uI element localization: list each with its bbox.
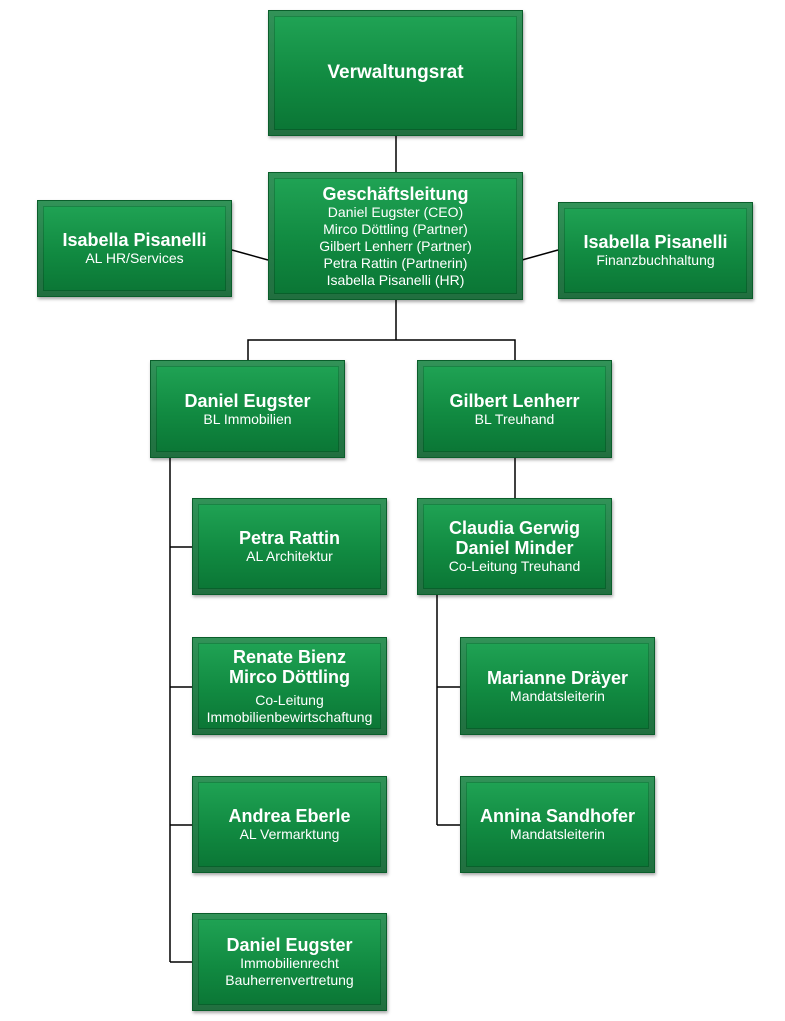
- node-geschaeftsleitung: Geschäftsleitung Daniel Eugster (CEO) Mi…: [268, 172, 523, 300]
- node-role: AL HR/Services: [85, 250, 184, 266]
- connector-gl-fibu: [521, 249, 559, 261]
- node-mandat-sandhofer: Annina Sandhofer Mandatsleiterin: [460, 776, 655, 873]
- node-architektur: Petra Rattin AL Architektur: [192, 498, 387, 595]
- node-role-line1: Co-Leitung: [255, 691, 324, 708]
- node-title-line2: Daniel Minder: [455, 538, 574, 558]
- node-role: BL Immobilien: [203, 410, 292, 427]
- node-title: Daniel Eugster: [184, 390, 311, 411]
- node-title: Verwaltungsrat: [327, 62, 464, 83]
- node-title: Isabella Pisanelli: [583, 232, 728, 252]
- node-mandat-draeyer: Marianne Dräyer Mandatsleiterin: [460, 637, 655, 735]
- node-title-line1: Claudia Gerwig: [448, 518, 581, 538]
- member-line: Petra Rattin (Partnerin): [323, 254, 468, 271]
- node-role: BL Treuhand: [474, 410, 555, 427]
- node-title-line1: Renate Bienz: [232, 646, 347, 667]
- connector-gl-hr: [231, 249, 269, 261]
- connector-gl-immobilien: [247, 339, 516, 360]
- member-line: Mirco Döttling (Partner): [323, 220, 468, 237]
- node-bl-treuhand: Gilbert Lenherr BL Treuhand: [417, 360, 612, 458]
- node-role-line2: Immobilienbewirtschaftung: [206, 708, 373, 725]
- node-role: AL Architektur: [246, 548, 333, 564]
- node-immobilienrecht: Daniel Eugster Immobilienrecht Bauherren…: [192, 913, 387, 1011]
- node-vermarktung: Andrea Eberle AL Vermarktung: [192, 776, 387, 873]
- node-finanzbuchhaltung: Isabella Pisanelli Finanzbuchhaltung: [558, 202, 753, 299]
- node-title: Annina Sandhofer: [479, 806, 635, 826]
- node-role: Co-Leitung Treuhand: [448, 558, 581, 574]
- node-role-line2: Bauherrenvertretung: [225, 972, 354, 988]
- node-co-leitung-treuhand: Claudia Gerwig Daniel Minder Co-Leitung …: [417, 498, 612, 595]
- node-title: Geschäftsleitung: [322, 183, 469, 204]
- node-role-line1: Immobilienrecht: [240, 955, 339, 971]
- node-role: AL Vermarktung: [239, 826, 340, 842]
- member-line: Daniel Eugster (CEO): [327, 203, 464, 220]
- node-role: Mandatsleiterin: [510, 687, 605, 704]
- node-bewirtschaftung: Renate Bienz Mirco Döttling Co-Leitung I…: [192, 637, 387, 735]
- node-role: Mandatsleiterin: [510, 826, 605, 842]
- node-title: Gilbert Lenherr: [449, 390, 580, 411]
- node-hr-services: Isabella Pisanelli AL HR/Services: [37, 200, 232, 297]
- node-title: Petra Rattin: [238, 528, 341, 548]
- node-title: Isabella Pisanelli: [62, 230, 207, 250]
- node-title-line2: Mirco Döttling: [229, 666, 350, 687]
- node-title: Daniel Eugster: [226, 935, 353, 955]
- node-title: Marianne Dräyer: [486, 667, 629, 688]
- member-line: Isabella Pisanelli (HR): [326, 271, 465, 288]
- node-role: Finanzbuchhaltung: [596, 252, 715, 268]
- member-line: Gilbert Lenherr (Partner): [319, 237, 472, 254]
- node-bl-immobilien: Daniel Eugster BL Immobilien: [150, 360, 345, 458]
- node-title: Andrea Eberle: [228, 806, 351, 826]
- node-verwaltungsrat: Verwaltungsrat: [268, 10, 523, 136]
